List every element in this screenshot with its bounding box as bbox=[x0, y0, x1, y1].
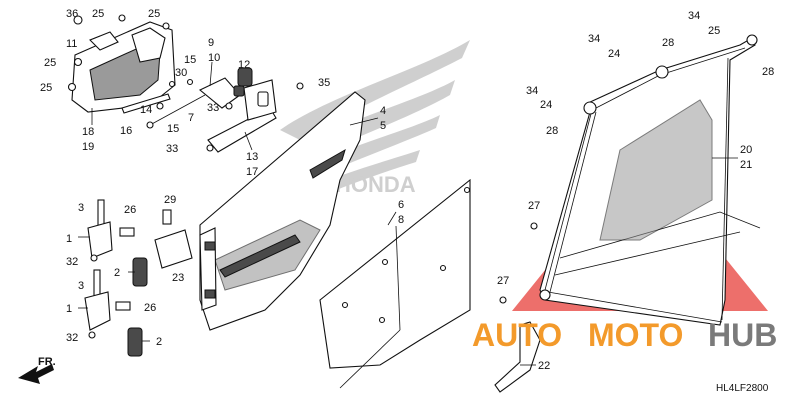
watermark-word-b: MOTO bbox=[588, 317, 683, 353]
callout-27: 27 bbox=[528, 200, 540, 212]
honda-brand-text: HONDA bbox=[335, 172, 416, 197]
callout-11: 11 bbox=[66, 38, 77, 50]
callouts: 36 25 25 11 25 25 18 19 9 10 15 30 16 14… bbox=[40, 8, 774, 372]
lower-door-skin bbox=[319, 178, 538, 369]
upper-bushing bbox=[132, 257, 148, 287]
upper-hinge bbox=[87, 199, 135, 262]
rod-assembly bbox=[121, 78, 206, 129]
callout-12: 12 bbox=[238, 59, 250, 71]
bracket bbox=[154, 209, 193, 269]
callout-3: 3 bbox=[78, 202, 84, 214]
callout-34: 34 bbox=[526, 85, 538, 97]
callout-14: 14 bbox=[140, 104, 152, 116]
callout-25: 25 bbox=[92, 8, 104, 20]
strap bbox=[494, 321, 541, 393]
watermark-word-a: AUTO bbox=[472, 317, 562, 353]
callout-27-lower: 27 bbox=[497, 275, 509, 287]
callout-25: 25 bbox=[44, 57, 56, 69]
callout-32-lower: 32 bbox=[66, 332, 78, 344]
front-arrow-label: FR. bbox=[38, 356, 56, 368]
callout-29: 29 bbox=[164, 194, 176, 206]
callout-18: 18 bbox=[82, 126, 94, 138]
callout-4: 4 bbox=[380, 105, 386, 117]
callout-3-lower: 3 bbox=[78, 280, 84, 292]
callout-2-lower: 2 bbox=[156, 336, 162, 348]
callout-34: 34 bbox=[688, 10, 700, 22]
automotohub-wordmark: AUTO MOTO HUB bbox=[472, 317, 777, 353]
callout-23: 23 bbox=[172, 272, 184, 284]
callout-24: 24 bbox=[540, 99, 552, 111]
callout-26: 26 bbox=[124, 204, 136, 216]
callout-15-lower: 15 bbox=[167, 123, 179, 135]
callout-16: 16 bbox=[120, 125, 132, 137]
callout-34: 34 bbox=[588, 33, 600, 45]
callout-35: 35 bbox=[318, 77, 330, 89]
callout-9: 9 bbox=[208, 37, 214, 49]
door-panel bbox=[199, 91, 366, 331]
callout-17: 17 bbox=[246, 166, 258, 178]
callout-33: 33 bbox=[207, 102, 219, 114]
callout-24: 24 bbox=[608, 48, 620, 60]
lower-hinge bbox=[84, 269, 131, 339]
callout-5: 5 bbox=[380, 120, 386, 132]
callout-7: 7 bbox=[188, 112, 194, 124]
callout-20: 20 bbox=[740, 144, 752, 156]
callout-30: 30 bbox=[175, 67, 187, 79]
callout-10: 10 bbox=[208, 52, 220, 64]
callout-25-top: 25 bbox=[148, 8, 160, 20]
callout-28: 28 bbox=[762, 66, 774, 78]
latch-assembly bbox=[198, 67, 304, 153]
watermark-word-c: HUB bbox=[708, 317, 777, 353]
lower-bushing bbox=[127, 327, 143, 357]
net-frame bbox=[539, 34, 761, 326]
callout-25-right: 25 bbox=[708, 25, 720, 37]
diagram-code: HL4LF2800 bbox=[716, 383, 769, 394]
callout-32: 32 bbox=[66, 256, 78, 268]
leader-lines bbox=[78, 35, 738, 389]
callout-25: 25 bbox=[40, 82, 52, 94]
callout-1-lower: 1 bbox=[66, 303, 72, 315]
callout-36: 36 bbox=[66, 8, 78, 20]
callout-1: 1 bbox=[66, 233, 72, 245]
callout-26-lower: 26 bbox=[144, 302, 156, 314]
handle-assembly bbox=[67, 14, 176, 113]
callout-22: 22 bbox=[538, 360, 550, 372]
callout-2: 2 bbox=[114, 267, 120, 279]
callout-15: 15 bbox=[184, 54, 196, 66]
callout-8: 8 bbox=[398, 214, 404, 226]
callout-28: 28 bbox=[662, 37, 674, 49]
callout-21: 21 bbox=[740, 159, 752, 171]
callout-33-lower: 33 bbox=[166, 143, 178, 155]
front-arrow: FR. bbox=[18, 356, 56, 384]
callout-13: 13 bbox=[246, 151, 258, 163]
callout-19: 19 bbox=[82, 141, 94, 153]
callout-28: 28 bbox=[546, 125, 558, 137]
callout-6: 6 bbox=[398, 199, 404, 211]
